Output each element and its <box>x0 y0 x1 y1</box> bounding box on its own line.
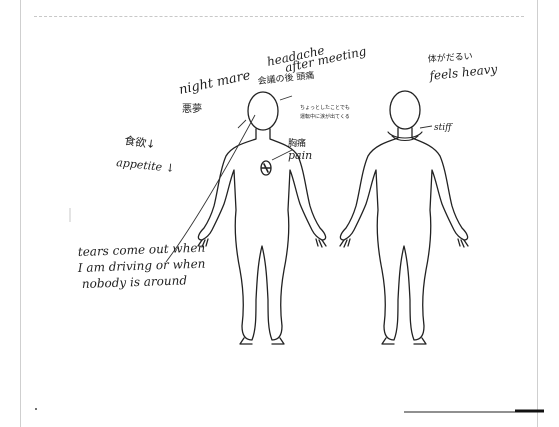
note-head-jp-2: 運転中に涙が出てくる <box>300 113 350 120</box>
note-nightmare-en: night mare <box>178 68 252 98</box>
note-nightmare-jp: 悪夢 <box>182 102 202 115</box>
note-head-jp-1: ちょっとしたことでも <box>300 105 350 111</box>
note-heavy-en: feels heavy <box>428 62 498 83</box>
note-appetite-jp: 食欲↓ <box>124 133 157 151</box>
note-appetite-en: appetite ↓ <box>116 156 176 175</box>
front-body-outline <box>198 92 326 344</box>
note-chest-jp: 胸痛 <box>288 137 306 149</box>
note-tears-3: nobody is around <box>82 273 188 291</box>
note-heavy-jp: 体がだるい <box>427 50 473 65</box>
note-stiff: stiff <box>434 123 453 133</box>
note-tears-2: I am driving or when <box>77 257 206 275</box>
note-chest-en: pain <box>288 149 312 162</box>
